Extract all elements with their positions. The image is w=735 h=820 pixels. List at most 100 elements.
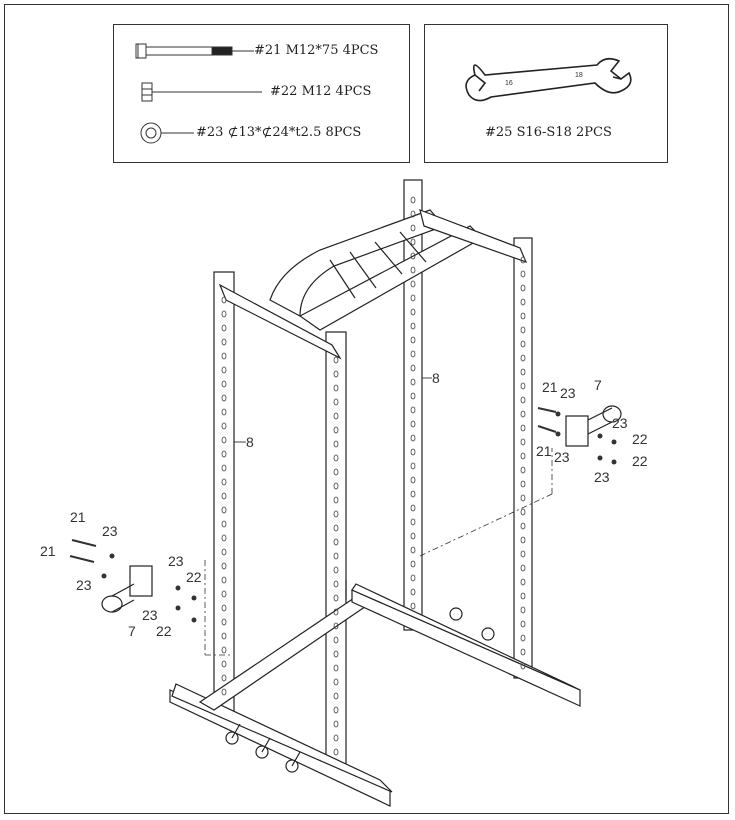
upright-hole <box>410 434 416 442</box>
upright-hole <box>410 308 416 316</box>
upright-hole <box>410 532 416 540</box>
upright-hole <box>520 438 526 446</box>
front-left-upright <box>213 271 347 773</box>
upright-hole <box>410 462 416 470</box>
upright-hole <box>333 692 339 700</box>
callout-frame-back: 8 <box>432 370 440 386</box>
upright-hole <box>333 454 339 462</box>
upright-hole <box>333 580 339 588</box>
upright-hole <box>520 270 526 278</box>
upright-hole <box>520 256 526 264</box>
upright-hole <box>221 408 227 416</box>
upright-hole <box>410 560 416 568</box>
back-right-upright <box>403 179 533 679</box>
callout-frame-left: 8 <box>246 434 254 450</box>
left-j-hook <box>101 565 153 613</box>
upright-hole <box>410 476 416 484</box>
tool-box: 16 18 #25 S16-S18 2PCS <box>424 24 668 163</box>
upright-hole <box>333 370 339 378</box>
upright-hole <box>520 592 526 600</box>
upright-hole <box>410 224 416 232</box>
upright-hole <box>333 356 339 364</box>
upright-hole <box>221 674 227 682</box>
svg-text:16: 16 <box>505 80 513 87</box>
upright-hole <box>520 410 526 418</box>
upright-hole <box>520 424 526 432</box>
upright-hole <box>520 480 526 488</box>
upright-hole <box>410 420 416 428</box>
nut-icon <box>141 82 262 102</box>
callout-nut-left-a: 22 <box>186 569 202 585</box>
upright-hole <box>333 468 339 476</box>
upright-hole <box>520 354 526 362</box>
upright-hole <box>520 606 526 614</box>
callout-bolt-right-lower: 21 <box>536 443 552 459</box>
washer-icon <box>140 122 194 144</box>
upright-hole <box>520 550 526 558</box>
upright-hole <box>410 574 416 582</box>
upright-hole <box>333 426 339 434</box>
upright-hole <box>520 298 526 306</box>
upright-hole <box>410 238 416 246</box>
upright-hole <box>520 508 526 516</box>
callout-bolt-left-lower: 21 <box>40 543 56 559</box>
upright-hole <box>520 634 526 642</box>
upright-hole <box>333 482 339 490</box>
upright-hole <box>221 394 227 402</box>
upright-hole <box>221 520 227 528</box>
upright-hole <box>221 576 227 584</box>
callout-nut-right-a: 22 <box>632 431 648 447</box>
upright-hole <box>333 636 339 644</box>
upright-hole <box>221 548 227 556</box>
upright-hole <box>520 382 526 390</box>
upright-hole <box>221 604 227 612</box>
upright-hole <box>333 650 339 658</box>
callout-washer-right-b: 23 <box>554 449 570 465</box>
page-border <box>4 4 729 814</box>
upright-hole <box>221 534 227 542</box>
upright-hole <box>333 734 339 742</box>
upright-hole <box>520 536 526 544</box>
part-25-label: #25 S16-S18 2PCS <box>485 125 612 140</box>
upright-hole <box>333 552 339 560</box>
upright-hole <box>333 384 339 392</box>
upright-hole <box>520 578 526 586</box>
upright-hole <box>333 412 339 420</box>
callout-nut-left-b: 22 <box>156 623 172 639</box>
upright-hole <box>221 436 227 444</box>
upright-hole <box>410 280 416 288</box>
upright-hole <box>221 688 227 696</box>
upright-hole <box>520 284 526 292</box>
callout-leaders <box>234 377 432 443</box>
upright-hole <box>333 496 339 504</box>
upright-hole <box>520 396 526 404</box>
part-23-label: #23 ⊄13*⊄24*t2.5 8PCS <box>196 125 362 140</box>
upright-hole <box>520 452 526 460</box>
upright-hole <box>410 294 416 302</box>
upright-hole <box>221 464 227 472</box>
upright-hole <box>333 664 339 672</box>
callout-washer-left-c: 23 <box>168 553 184 569</box>
upright-hole <box>520 312 526 320</box>
upright-hole <box>520 326 526 334</box>
callout-washer-right-c: 23 <box>612 415 628 431</box>
upright-hole <box>520 340 526 348</box>
upright-hole <box>520 466 526 474</box>
callout-peg-left: 7 <box>128 623 136 639</box>
part-21-label: #21 M12*75 4PCS <box>254 43 379 58</box>
upright-hole <box>410 588 416 596</box>
upright-hole <box>221 660 227 668</box>
upright-hole <box>333 706 339 714</box>
upright-hole <box>410 406 416 414</box>
upright-hole <box>410 602 416 610</box>
callout-washer-left-d: 23 <box>142 607 158 623</box>
upright-hole <box>410 448 416 456</box>
upright-hole <box>410 350 416 358</box>
upright-hole <box>410 490 416 498</box>
upright-hole <box>221 646 227 654</box>
upright-hole <box>221 352 227 360</box>
upright-hole <box>221 506 227 514</box>
upright-hole <box>333 748 339 756</box>
upright-hole <box>221 590 227 598</box>
storage-pegs <box>225 607 495 773</box>
